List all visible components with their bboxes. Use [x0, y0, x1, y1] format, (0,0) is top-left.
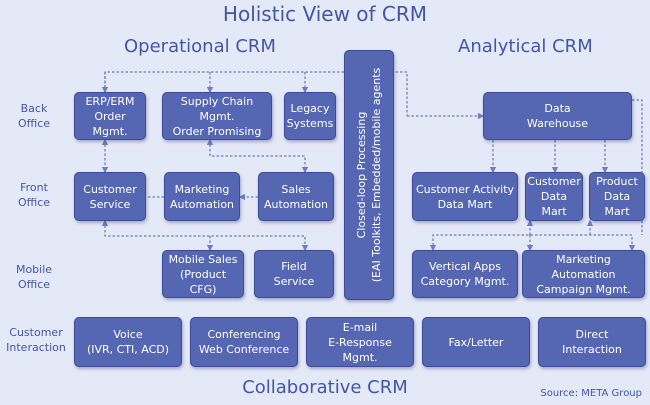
section-collaborative-crm: Collaborative CRM [242, 377, 408, 398]
section-operational-crm: Operational CRM [124, 36, 276, 57]
connector-marts-to-apps [429, 234, 636, 252]
box-supply-chain: Supply Chain Mgmt.Order Promising [162, 92, 272, 140]
box-voice: Voice(IVR, CTI, ACD) [74, 317, 182, 367]
connector-front-to-mobile [101, 219, 309, 252]
box-fax-letter: Fax/Letter [422, 317, 530, 367]
source-credit: Source: META Group [540, 388, 642, 399]
box-mobile-sales: Mobile Sales(Product CFG) [162, 250, 244, 298]
box-closed-loop-processing: Closed-loop Processing(EAI Toolkits, Emb… [344, 50, 394, 300]
page-title: Holistic View of CRM [222, 2, 428, 26]
connector-supply-sales [206, 138, 309, 174]
section-analytical-crm: Analytical CRM [458, 36, 593, 57]
